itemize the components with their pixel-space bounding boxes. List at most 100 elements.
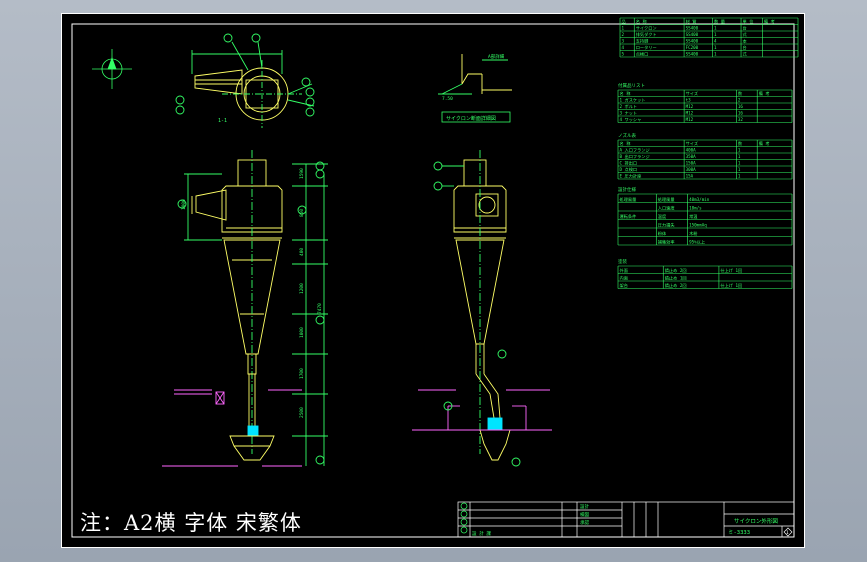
parts_list-cell: SS400	[686, 25, 699, 30]
table_b-cell: 1	[738, 154, 741, 159]
table_c-cell: 常温	[689, 213, 698, 220]
parts_list-cell: 名 称	[636, 18, 647, 25]
parts_list-cell: 点検口	[636, 50, 649, 57]
parts_list-cell: 台	[743, 44, 747, 51]
parts_list-cell: ロータリー	[636, 44, 657, 51]
title-block-approved: 承認	[580, 519, 589, 526]
table_c-cell: 150mmAq	[689, 222, 707, 227]
table_b-cell: 400A	[686, 147, 697, 152]
specification-tables	[617, 17, 799, 289]
table_d-cell: 錆止め 1回	[665, 274, 687, 281]
parts_list-cell: 材 質	[686, 18, 697, 25]
parts_list-cell: 1	[714, 51, 717, 56]
parts_list-cell: 本	[743, 37, 748, 44]
parts_list-cell: 式	[743, 50, 748, 56]
table_a-cell: 32	[738, 117, 744, 122]
table_b-cell: 数	[738, 140, 743, 147]
section-view-label: サイクロン断面詳細図	[446, 115, 496, 122]
table_b-cell: 300A	[686, 167, 697, 172]
table_b-cell: 1	[738, 173, 741, 178]
parts_list-cell: サイクロン	[636, 25, 657, 31]
parts_list-cell: 1	[714, 25, 717, 30]
dim-label-1: 850	[299, 209, 305, 217]
dim-label-6: 2500	[299, 407, 305, 418]
table_c-cell: 捕集効率	[658, 238, 675, 245]
table_b-cell: D 点検口	[620, 166, 638, 173]
table_a-cell: 備 考	[759, 90, 770, 97]
table_c-cell: 処理風量	[620, 196, 637, 203]
parts_list-cell: 4	[622, 45, 625, 50]
table_b-cell: 名 称	[620, 140, 631, 147]
table_d-cell: 内面	[620, 274, 628, 281]
dim-label-5: 1700	[299, 368, 305, 379]
table_a-cell: t3	[686, 97, 692, 102]
table_c-cell: 運転条件	[620, 213, 637, 220]
parts_list-cell: 排気ダクト	[636, 31, 657, 38]
dim-label-2: 400	[299, 248, 305, 256]
table_b-cell: 15A	[686, 173, 694, 178]
parts_list-cell: 単 位	[743, 18, 754, 25]
table_d-cell: 外面	[620, 267, 628, 274]
table_a-cell: 16	[738, 104, 744, 109]
table_b-cell: 備 考	[759, 140, 770, 147]
table_a-cell: 2 ボルト	[620, 103, 638, 109]
table_c-cell: 入口速度	[658, 204, 676, 211]
parts_list-cell: 支持脚	[636, 37, 649, 44]
parts_list-cell: 5	[622, 51, 625, 56]
parts_list-cell: SS400	[686, 32, 699, 37]
table_a-cell: 1 ガスケット	[620, 96, 646, 103]
parts_list-cell: SS400	[686, 38, 699, 43]
table_a-cell: 2	[738, 97, 741, 102]
table_b-title: ノズル表	[618, 132, 636, 139]
table_d-cell: 錆止め 2回	[665, 282, 687, 289]
parts_list-cell: 台	[743, 24, 747, 31]
front-view	[162, 150, 328, 467]
drawing-sheet: 1-1	[61, 13, 805, 548]
table_b-cell: 150A	[686, 160, 697, 165]
dim-label-3: 1200	[299, 283, 305, 294]
title-block-balloons	[460, 502, 793, 537]
table_b-cell: 350A	[686, 154, 697, 159]
table_b-cell: C 排出口	[620, 159, 638, 166]
table_d-title: 塗装	[618, 258, 627, 265]
table_a-cell: 数	[738, 90, 743, 97]
title-block-title: サイクロン外形図	[734, 517, 778, 525]
table_d-cell: 仕上げ 1回	[720, 267, 742, 274]
font-note: 注：A2横 字体 宋繁体	[80, 511, 302, 535]
detail-height-label: 7.50	[442, 96, 453, 102]
parts_list-cell: 3	[622, 38, 625, 43]
height-dimension-labels: 1590 850 400 1200 1000 1700 2500 7470 10…	[181, 168, 323, 418]
table_c-cell: 粉体	[658, 230, 667, 237]
parts_list-cell: 1	[714, 32, 717, 37]
dim-label-7: 7470	[317, 303, 323, 314]
parts_list-cell: 備 考	[764, 18, 775, 25]
table_c-cell: 温度	[658, 213, 667, 220]
section-label-box	[441, 111, 511, 123]
table_c-cell: 18m/s	[689, 205, 702, 210]
table_a-title: 付属品リスト	[618, 82, 645, 89]
parts_list-cell: SS400	[686, 51, 699, 56]
inner-border	[71, 23, 795, 538]
title-block-dept: 設 計 課	[472, 530, 491, 537]
plan-view	[175, 33, 315, 128]
parts_list-cell: 1	[714, 45, 717, 50]
title-block-drawing-number: ミ-3333	[728, 530, 750, 536]
table_b-cell: A 入口フランジ	[620, 147, 650, 153]
table_a-cell: M12	[686, 110, 694, 115]
north-symbol	[92, 49, 132, 89]
dim-label-0: 1590	[299, 168, 305, 179]
table_c-cell: 95%以上	[689, 238, 705, 244]
table_a-cell: M12	[686, 117, 694, 122]
parts_list-cell: 2	[622, 32, 625, 37]
table_c-cell: 処理風量	[658, 196, 675, 203]
parts_list-cell: 1	[622, 25, 625, 30]
table_d-cell: 仕上げ 1回	[720, 282, 742, 289]
detail-a-view	[438, 54, 512, 95]
title-block-designed: 設計	[580, 503, 589, 510]
side-view	[412, 150, 552, 467]
table_c-cell: 木粉	[689, 230, 698, 237]
dim-label-4: 1000	[299, 327, 305, 338]
parts_list-cell: 品	[622, 19, 626, 25]
parts_list-cell: 式	[743, 31, 748, 37]
table_a-cell: M12	[686, 104, 694, 109]
